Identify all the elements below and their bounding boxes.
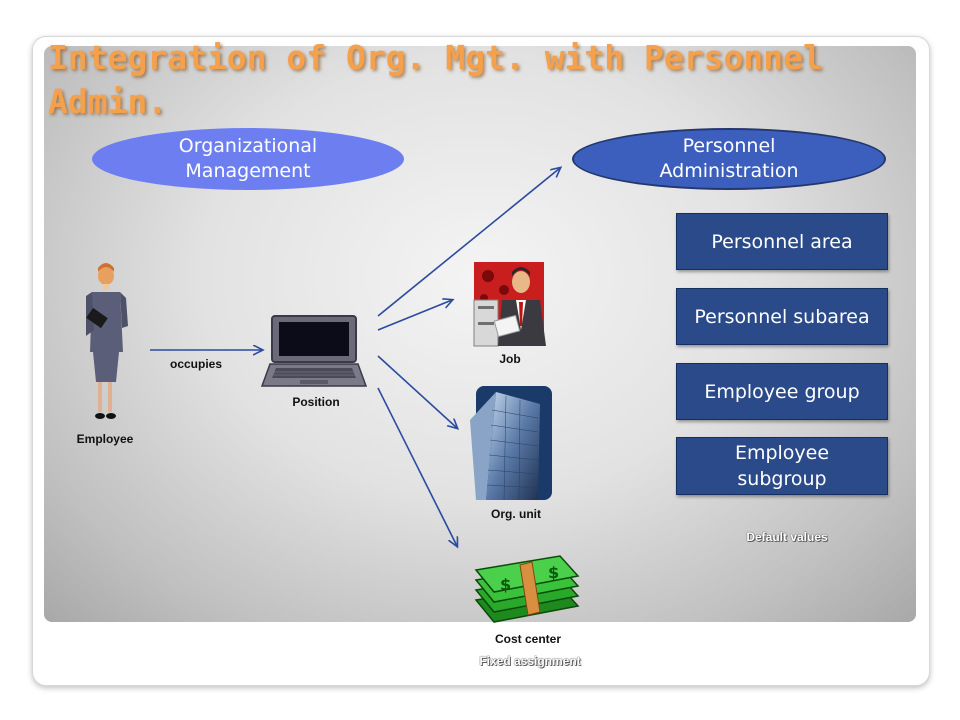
personnel-subarea-box: Personnel subarea: [676, 288, 888, 345]
employee-group-box: Employee group: [676, 363, 888, 420]
default-values-label: Default values: [746, 530, 828, 544]
svg-text:$: $: [500, 575, 511, 594]
slide-title: Integration of Org. Mgt. with Personnel …: [48, 38, 823, 121]
arrow-to-job: [377, 300, 452, 331]
employee-subgroup-box: Employee subgroup: [676, 437, 888, 495]
money-stack-icon: $ $: [474, 555, 580, 623]
skyscraper-icon: [470, 386, 552, 501]
businesswoman-icon: [86, 263, 128, 419]
fixed-assignment-label: Fixed assignment: [479, 654, 581, 668]
arrow-to-personnel-admin: [377, 168, 560, 317]
org-management-ellipse: Organizational Management: [92, 128, 404, 190]
arrow-to-org-unit: [377, 355, 457, 428]
occupies-label: occupies: [169, 357, 223, 371]
job-label: Job: [499, 352, 521, 366]
personnel-area-box: Personnel area: [676, 213, 888, 270]
org-management-label: Organizational Management: [178, 135, 318, 182]
arrows: [150, 168, 560, 546]
svg-text:$: $: [548, 563, 559, 582]
employee-label: Employee: [76, 432, 134, 446]
org-unit-label: Org. unit: [491, 507, 541, 521]
personnel-admin-ellipse: Personnel Administration: [572, 128, 886, 190]
personnel-admin-label: Personnel Administration: [659, 135, 799, 182]
cost-center-label: Cost center: [494, 632, 562, 646]
position-label: Position: [292, 395, 340, 409]
arrow-to-cost-center: [377, 387, 457, 546]
laptop-icon: [260, 315, 368, 387]
businessman-icon: [473, 262, 546, 347]
